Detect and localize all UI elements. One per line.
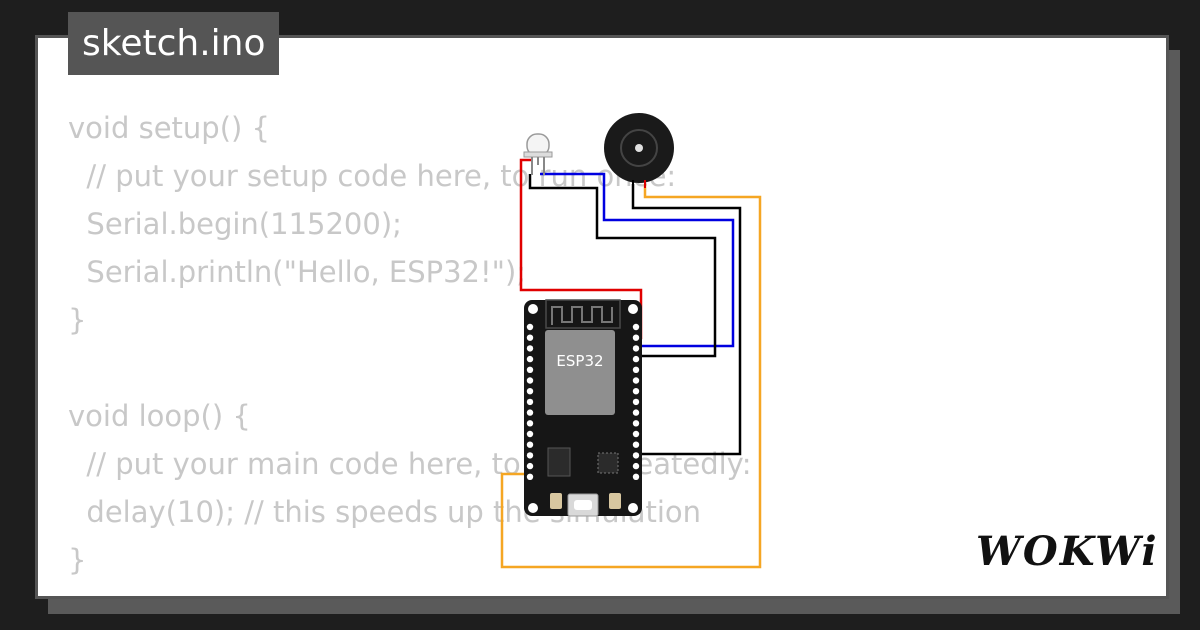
header-pin [632,345,640,352]
code-line: } [68,543,87,577]
led-icon[interactable] [523,133,553,175]
header-pin [632,398,640,406]
header-pin [526,430,534,438]
code-line: } [68,303,87,337]
wire-black-led [528,174,717,358]
esp32-board[interactable]: ESP32 [524,299,642,517]
header-pin [526,377,534,384]
header-pin [632,388,640,395]
header-pin [632,462,640,470]
header-pin [632,323,640,331]
header-pin [632,452,640,459]
header-pin [526,334,534,341]
code-editor[interactable]: void setup() { // put your setup code he… [68,104,752,584]
header-pin [632,473,640,480]
code-line: Serial.println("Hello, ESP32!"); [68,255,527,289]
header-pin [526,420,534,427]
header-pin [632,377,640,384]
wire-blue [540,172,735,348]
header-pin [632,366,640,373]
header-pin [632,420,640,427]
header-pin [632,334,640,341]
wire-black-buzzer [631,184,742,456]
code-line: void setup() { [68,111,270,145]
header-pin [632,430,640,438]
code-line: void loop() { [68,399,251,433]
esp32-pin-headers [526,323,640,480]
header-pin [526,355,534,363]
header-pin [526,452,534,459]
header-pin [632,355,640,363]
header-pin [526,441,534,448]
header-pin [526,473,534,480]
header-pin [526,366,534,373]
header-pin [526,462,534,470]
file-tab[interactable]: sketch.ino [68,12,280,75]
header-pin [526,345,534,352]
header-pin [632,409,640,416]
wire-orange [500,184,762,569]
wokwi-logo: WOKWi [976,528,1159,575]
buzzer-icon[interactable] [604,113,674,188]
header-pin [526,409,534,416]
header-pin [526,388,534,395]
header-pin [526,323,534,331]
header-pin [526,398,534,406]
header-pin [632,441,640,448]
code-line: Serial.begin(115200); [68,207,402,241]
esp32-label: ESP32 [556,352,603,370]
